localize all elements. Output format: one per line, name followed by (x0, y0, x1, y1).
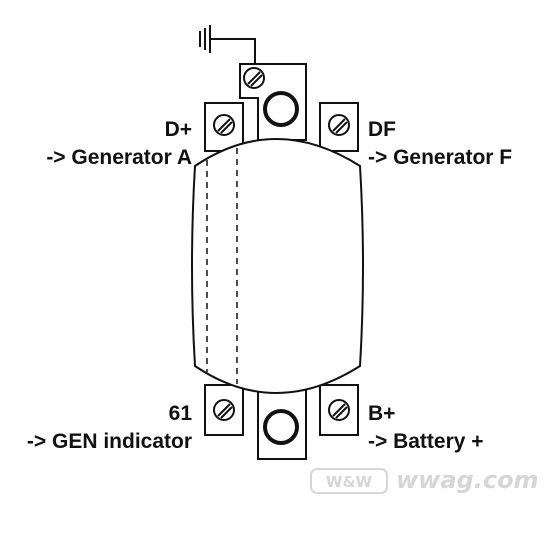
label-bplus-name: B+ (368, 402, 396, 425)
regulator-body (191, 138, 364, 394)
label-61-name: 61 (168, 402, 192, 425)
body-dashed-lines (206, 148, 238, 384)
ground-wire (210, 38, 256, 64)
ground-terminal-screw (243, 67, 265, 89)
terminal-df (319, 102, 359, 152)
terminal-dplus (204, 102, 244, 152)
watermark-logo-text: W&W (326, 473, 373, 491)
label-df-desc: -> Generator F (368, 146, 513, 169)
label-dplus-name: D+ (164, 118, 192, 141)
ww-logo-watermark: W&W (310, 468, 388, 494)
label-dplus-desc: -> Generator A (46, 146, 192, 169)
label-bplus-desc: -> Battery + (368, 430, 484, 453)
label-df-name: DF (368, 118, 396, 141)
terminal-bplus (319, 384, 359, 436)
ground-symbol (199, 25, 211, 53)
label-61-desc: -> GEN indicator (26, 430, 192, 453)
bottom-mount-tab (257, 384, 307, 460)
watermark-site: wwag.com (396, 466, 539, 494)
terminal-61 (204, 384, 244, 436)
